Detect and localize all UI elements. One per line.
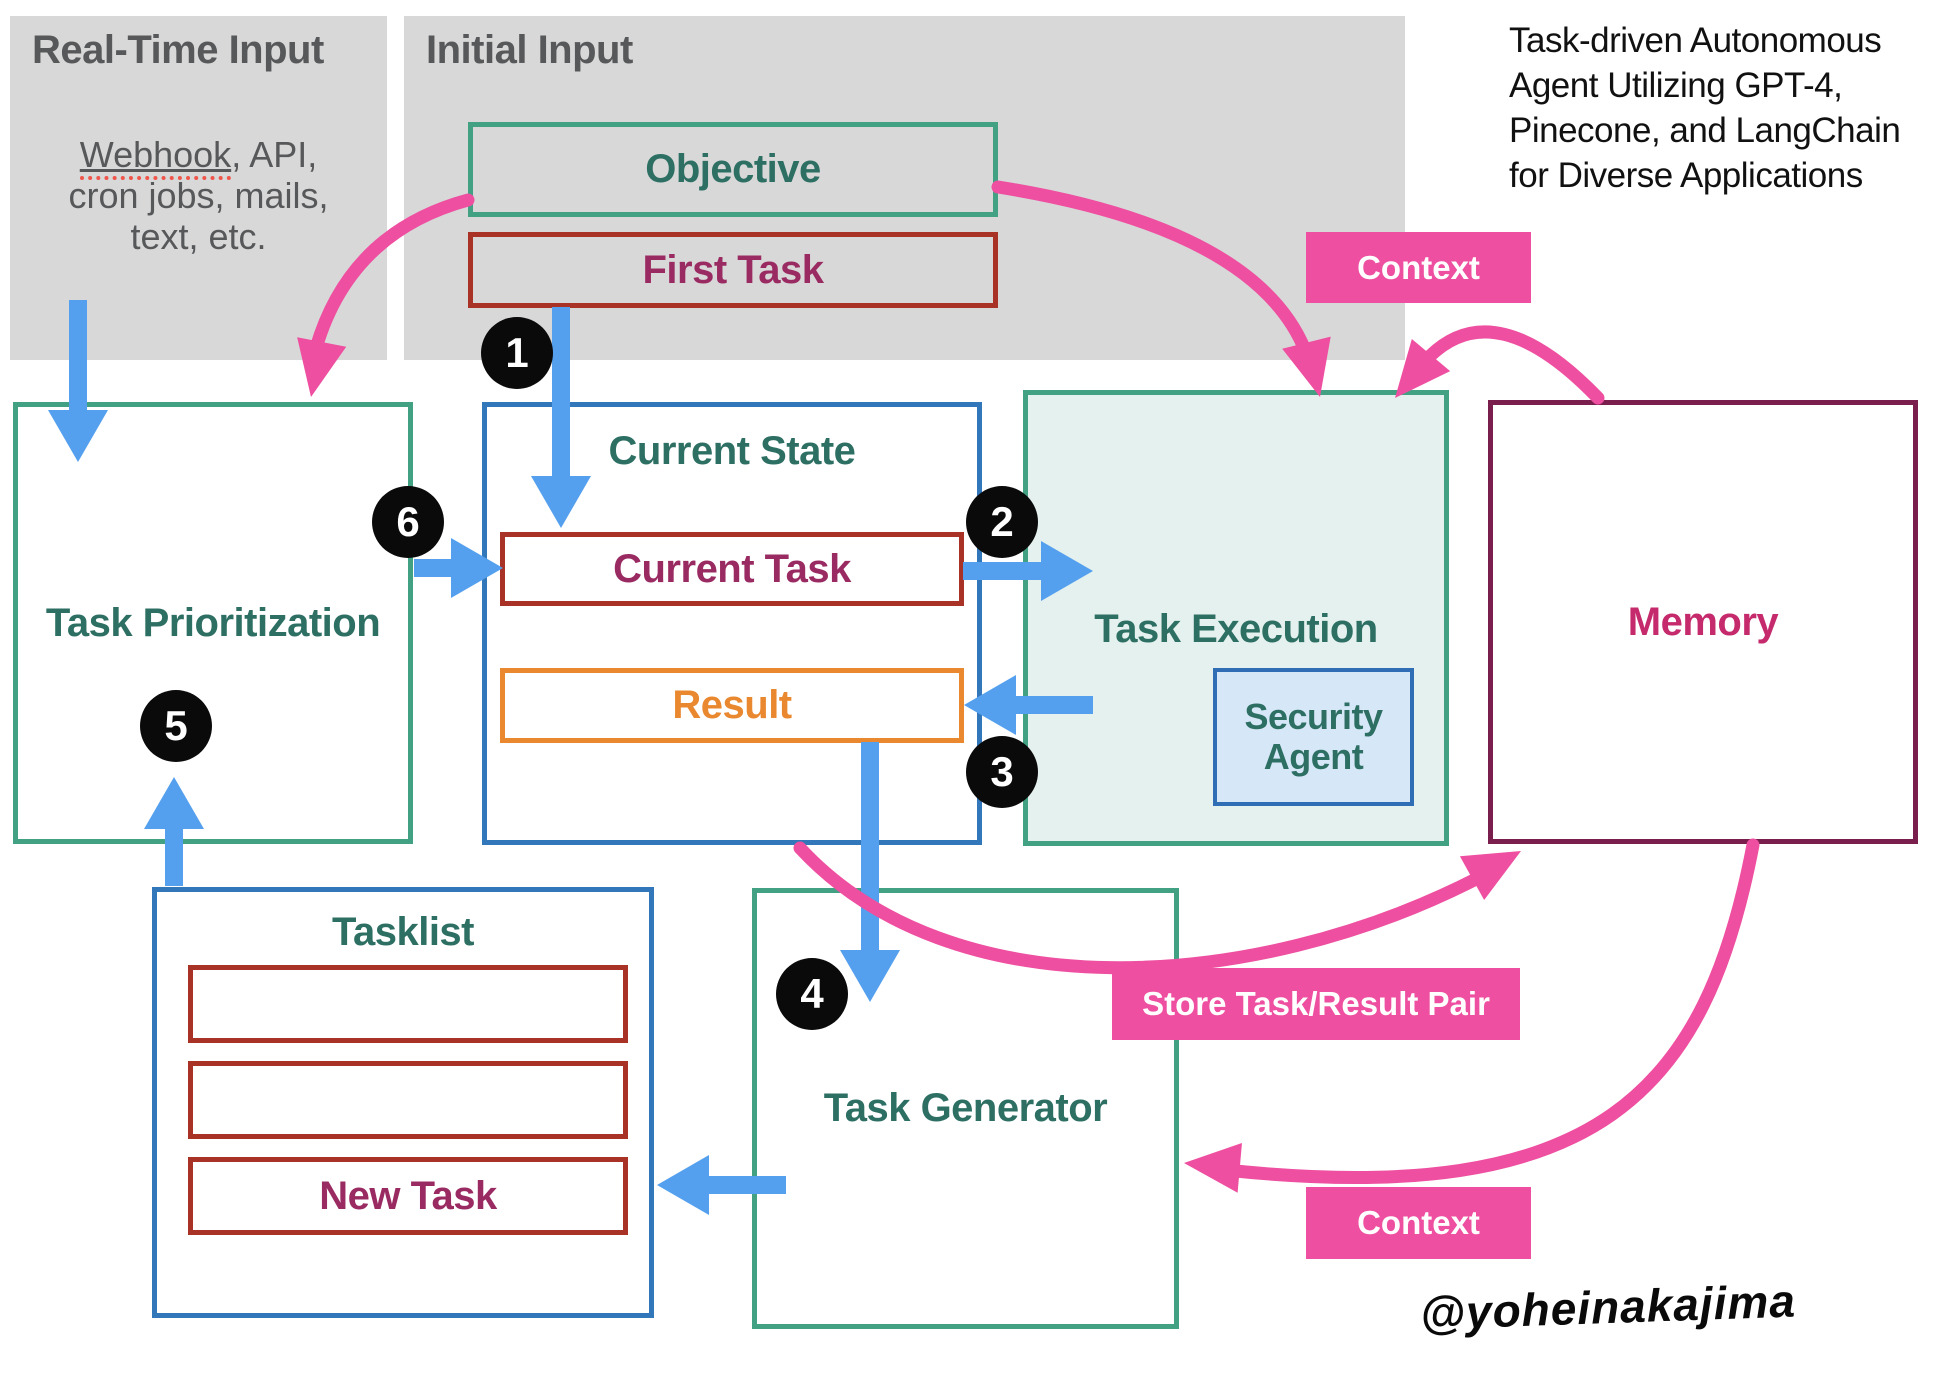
task-slot-2 [188,1061,628,1139]
context-badge-top: Context [1306,232,1531,303]
objective-label: Objective [645,147,821,191]
initial-input-heading: Initial Input [426,28,633,72]
task-prioritization-label: Task Prioritization [45,600,381,645]
task-slot-1 [188,965,628,1043]
webhook-line-rest: , API, [231,134,318,175]
step-circle-3: 3 [966,736,1038,808]
text-etc-text: text, etc. [130,216,267,257]
first-task-box: First Task [468,232,998,308]
first-task-label: First Task [642,247,825,292]
step-circle-2: 2 [966,486,1038,558]
new-task-box: New Task [188,1157,628,1235]
author-signature: @yoheinakajima [1419,1274,1797,1340]
security-agent-label-line2: Agent [1263,736,1364,777]
security-agent-label-line1: Security [1244,696,1383,737]
realtime-input-panel: Real-Time Input Webhook, API, cron jobs,… [10,16,387,360]
title-line-2: Agent Utilizing GPT-4, [1509,66,1843,105]
result-box: Result [500,668,964,743]
webhook-text: Webhook [79,134,232,180]
diagram-title: Task-driven Autonomous Agent Utilizing G… [1509,18,1936,198]
objective-box: Objective [468,122,998,217]
current-task-box: Current Task [500,532,964,606]
context-badge-bottom: Context [1306,1187,1531,1259]
title-line-3: Pinecone, and LangChain [1509,111,1901,150]
cron-jobs-text: cron jobs, mails, [68,175,329,216]
step-circle-6: 6 [372,486,444,558]
current-task-label: Current Task [613,546,851,591]
task-generator-box: Task Generator [752,888,1179,1329]
realtime-input-heading: Real-Time Input [32,28,324,72]
step-circle-5: 5 [140,690,212,762]
tasklist-box: Tasklist New Task [152,887,654,1318]
step-circle-1: 1 [481,317,553,389]
new-task-label: New Task [319,1173,497,1218]
step-circle-4: 4 [776,958,848,1030]
memory-label: Memory [1627,599,1779,644]
realtime-input-description: Webhook, API, cron jobs, mails, text, et… [10,134,387,257]
task-execution-label: Task Execution [1094,607,1378,651]
current-state-box: Current State [482,402,982,845]
task-prioritization-box: Task Prioritization [13,402,413,844]
tasklist-label: Tasklist [332,910,475,954]
security-agent-box: Security Agent [1213,668,1414,806]
task-generator-label: Task Generator [823,1086,1108,1130]
result-label: Result [672,683,792,727]
title-line-1: Task-driven Autonomous [1509,21,1882,60]
store-task-result-pair-badge: Store Task/Result Pair [1112,968,1520,1040]
memory-box: Memory [1488,400,1918,844]
current-state-label: Current State [608,429,856,473]
title-line-4: for Diverse Applications [1509,156,1863,195]
